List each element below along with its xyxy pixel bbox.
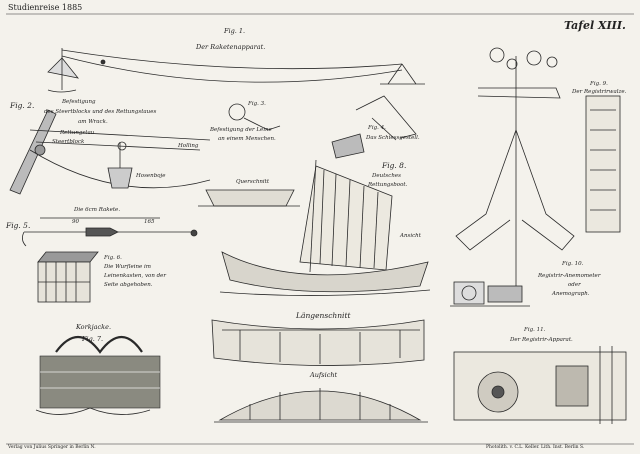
label-holling: Holling <box>178 143 199 149</box>
fig3-label: Fig. 3. <box>248 101 266 107</box>
fig4-label: Fig. 4. <box>368 125 386 131</box>
footer-publisher: Verlag von Julius Springer in Berlin N. <box>8 445 96 450</box>
label-ansicht: Ansicht <box>400 233 421 239</box>
fig8-label: Fig. 8. <box>382 161 407 170</box>
fig5-label: Fig. 5. <box>6 221 31 230</box>
label-laengenschnitt: Längenschnitt <box>296 311 351 320</box>
fig11-caption: Der Registrir-Apparat. <box>510 337 573 343</box>
label-aufsicht: Aufsicht <box>310 371 338 379</box>
fig2-caption-line3: am Wrack. <box>78 119 108 125</box>
fig1-label: Fig. 1. <box>224 27 246 35</box>
fig10-caption-line3: Anemograph. <box>552 291 590 297</box>
fig1-rocket-apparatus-drawing <box>47 48 425 93</box>
fig8-caption-line2: Rettungsboot. <box>368 182 408 188</box>
fig10-fig11-apparatus-drawing <box>450 281 627 424</box>
fig11-label: Fig. 11. <box>524 327 546 333</box>
fig6-label: Fig. 6. <box>104 255 122 261</box>
fig7-label: Fig. 7. <box>82 335 104 343</box>
fig2-caption-line2: des Steertblocks und des Rettungstaues <box>44 109 157 115</box>
fig7-cork-jacket-drawing <box>35 335 161 415</box>
fig6-line-box-drawing <box>37 251 99 303</box>
fig9-caption: Der Registrirwalze. <box>572 89 627 95</box>
fig3-fig4-drawings <box>228 95 417 159</box>
label-querschnitt: Querschnitt <box>236 179 270 185</box>
fig8-lifeboat-drawing <box>198 159 431 296</box>
fig10-caption-line1: Registrir-Anemometer <box>538 273 601 279</box>
label-rettungstau: Rettungstau <box>60 130 95 136</box>
label-hosenboje: Hosenboje <box>136 173 166 179</box>
fig6-caption-line2: Leinenkasten, von der <box>104 273 167 279</box>
dim-165: 165 <box>144 219 155 225</box>
fig8-caption-line1: Deutsches <box>372 173 401 179</box>
plate-title: Tafel XIII. <box>564 19 626 32</box>
fig10-caption-line2: oder <box>568 282 581 288</box>
series-title: Studienreise 1885 <box>8 3 83 12</box>
fig2-caption-line1: Befestigung <box>62 99 96 105</box>
fig10-label: Fig. 10. <box>562 261 584 267</box>
fig5-caption: Die 6cm Rakete. <box>74 207 121 213</box>
fig9-anemometer-tower-drawing <box>455 47 621 300</box>
fig3-caption-line2: an einem Menschen. <box>218 136 276 142</box>
fig2-label: Fig. 2. <box>10 101 35 110</box>
fig2-wreck-attachment-drawing <box>9 109 211 195</box>
dim-90: 90 <box>72 219 79 225</box>
fig4-caption: Das Schiessgestell. <box>366 135 420 141</box>
fig6-caption-line1: Die Wurfleine im <box>104 264 151 270</box>
fig7-caption: Korkjacke. <box>76 323 112 331</box>
label-steertblock: Steertblock <box>52 139 85 145</box>
fig3-caption-line1: Befestigung der Leine <box>210 127 272 133</box>
boat-sections-drawing <box>211 319 428 423</box>
footer-lithographer: Photolith. v. C.L. Keller. Lith. Inst. B… <box>486 445 585 450</box>
fig5-rocket-drawing <box>22 217 198 247</box>
fig6-caption-line3: Seite abgehoben. <box>104 282 153 288</box>
fig1-caption: Der Raketenapparat. <box>196 43 266 51</box>
fig9-label: Fig. 9. <box>590 81 608 87</box>
